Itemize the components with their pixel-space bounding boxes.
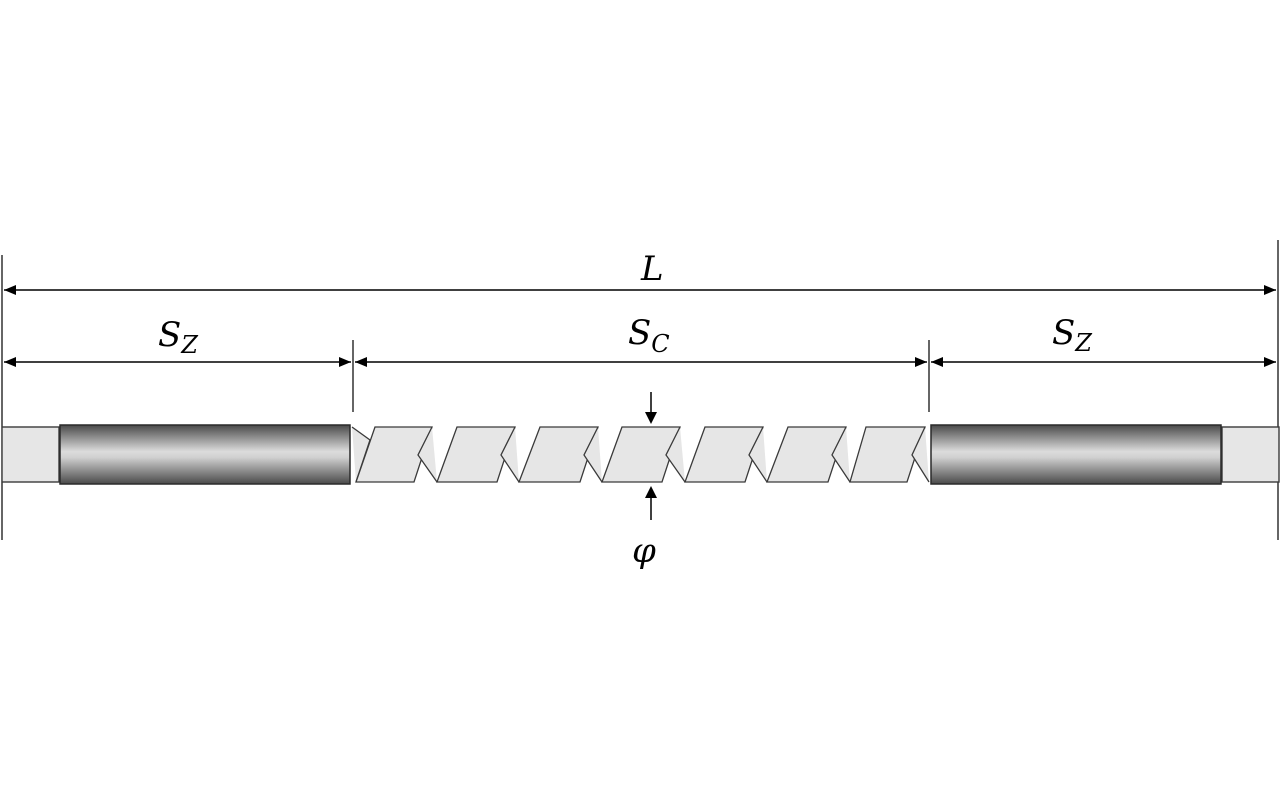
- rod-end-right: [1221, 426, 1280, 483]
- diameter-indicator: φ: [632, 392, 657, 571]
- rod-end-left: [1, 426, 60, 483]
- label-diameter: φ: [632, 531, 656, 571]
- sleeve-right: [930, 424, 1222, 485]
- label-straight-left: SZ: [158, 315, 199, 359]
- dimension-straight-left: SZ: [4, 315, 351, 367]
- dimension-straight-right: SZ: [931, 313, 1276, 367]
- sleeve-left: [59, 424, 351, 485]
- label-total-length: L: [640, 249, 664, 289]
- threaded-section: [351, 426, 930, 483]
- label-straight-right: SZ: [1052, 313, 1093, 357]
- dimension-total-length: L: [4, 249, 1276, 295]
- label-threaded: SC: [628, 313, 670, 358]
- dimension-threaded: SC: [355, 313, 927, 367]
